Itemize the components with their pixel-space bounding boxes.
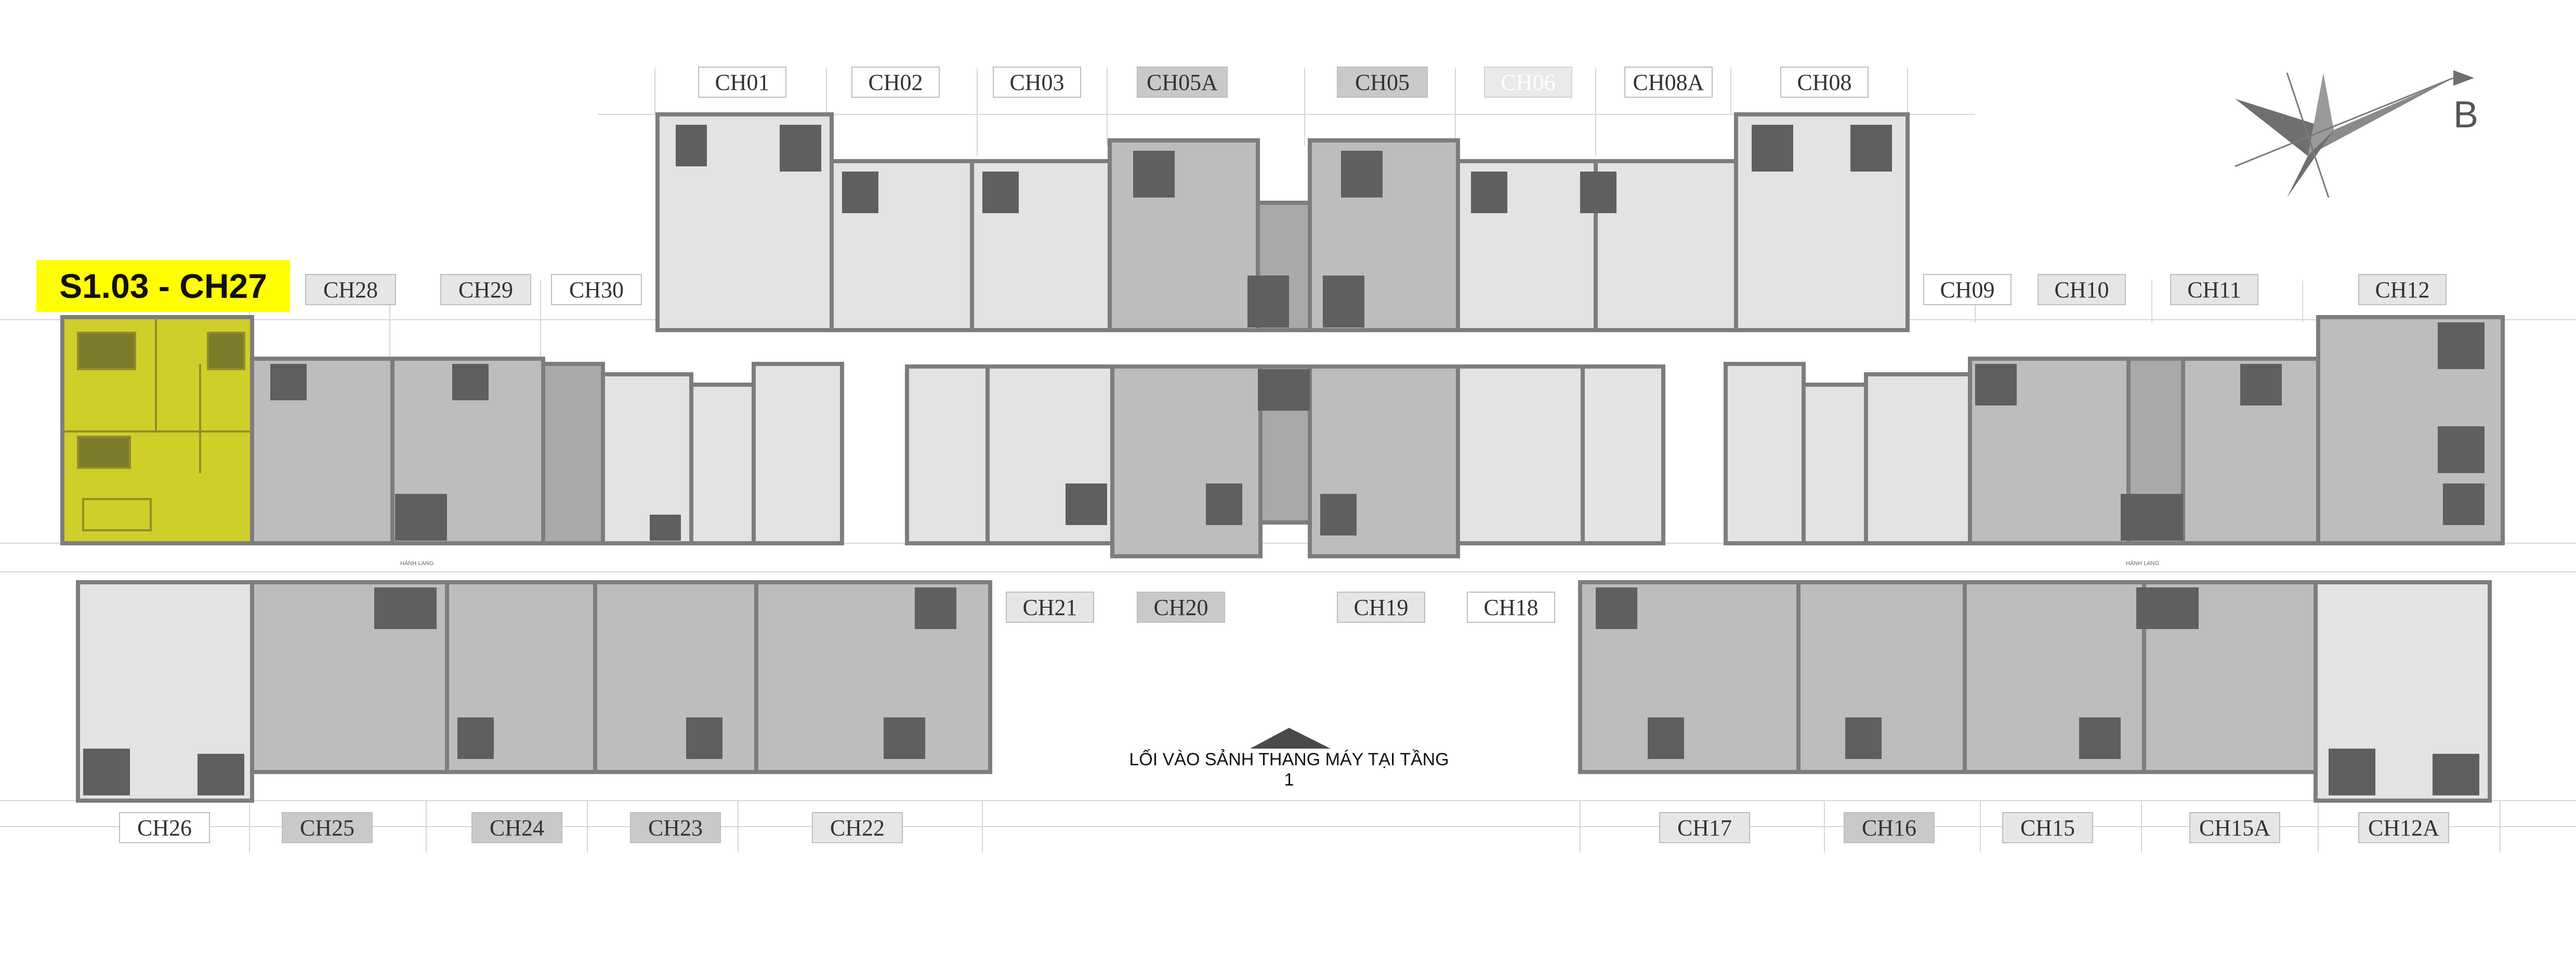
selected-unit-label: S1.03 - CH27 bbox=[36, 260, 290, 312]
compass-north-letter: B bbox=[2453, 94, 2479, 136]
unit-label-ch25[interactable]: CH25 bbox=[282, 812, 373, 843]
unit-label-ch08a[interactable]: CH08A bbox=[1624, 67, 1713, 98]
unit-label-ch18[interactable]: CH18 bbox=[1467, 592, 1555, 623]
unit-label-ch17[interactable]: CH17 bbox=[1659, 812, 1750, 843]
unit-label-ch15a[interactable]: CH15A bbox=[2189, 812, 2280, 843]
furniture-blocks bbox=[83, 125, 2485, 795]
ch27-room-lines bbox=[62, 317, 252, 531]
unit-label-ch02[interactable]: CH02 bbox=[851, 67, 940, 98]
unit-label-ch15[interactable]: CH15 bbox=[2002, 812, 2093, 843]
unit-label-ch12[interactable]: CH12 bbox=[2358, 274, 2447, 305]
unit-label-ch28[interactable]: CH28 bbox=[305, 274, 396, 305]
unit-label-ch03[interactable]: CH03 bbox=[993, 67, 1081, 98]
unit-label-ch30[interactable]: CH30 bbox=[551, 274, 642, 305]
compass-icon bbox=[2235, 70, 2474, 198]
unit-label-ch21[interactable]: CH21 bbox=[1006, 592, 1094, 623]
unit-label-ch26[interactable]: CH26 bbox=[119, 812, 210, 843]
unit-label-ch12a[interactable]: CH12A bbox=[2358, 812, 2449, 843]
unit-label-ch05[interactable]: CH05 bbox=[1337, 67, 1428, 98]
unit-label-ch23[interactable]: CH23 bbox=[630, 812, 721, 843]
corridor-label-left: HÀNH LANG bbox=[400, 560, 434, 567]
unit-label-ch01[interactable]: CH01 bbox=[698, 67, 786, 98]
corridor-label-right: HÀNH LANG bbox=[2126, 560, 2160, 567]
unit-label-ch22[interactable]: CH22 bbox=[812, 812, 903, 843]
unit-label-ch11[interactable]: CH11 bbox=[2170, 274, 2258, 305]
unit-label-ch20[interactable]: CH20 bbox=[1137, 592, 1225, 623]
unit-label-ch09[interactable]: CH09 bbox=[1923, 274, 2012, 305]
unit-label-ch24[interactable]: CH24 bbox=[471, 812, 562, 843]
right-upper-row bbox=[1724, 315, 2505, 545]
entrance-arrow-icon bbox=[1250, 728, 1331, 749]
unit-label-ch08[interactable]: CH08 bbox=[1780, 67, 1869, 98]
entrance-note: LỐI VÀO SẢNH THANG MÁY TẠI TẦNG 1 bbox=[1129, 750, 1449, 790]
unit-label-ch16[interactable]: CH16 bbox=[1844, 812, 1935, 843]
unit-label-ch19[interactable]: CH19 bbox=[1337, 592, 1425, 623]
unit-label-ch10[interactable]: CH10 bbox=[2038, 274, 2126, 305]
unit-label-ch29[interactable]: CH29 bbox=[440, 274, 531, 305]
left-upper-row bbox=[250, 357, 844, 545]
unit-label-ch05a[interactable]: CH05A bbox=[1137, 67, 1228, 98]
unit-label-ch06[interactable]: CH06 bbox=[1484, 67, 1572, 98]
